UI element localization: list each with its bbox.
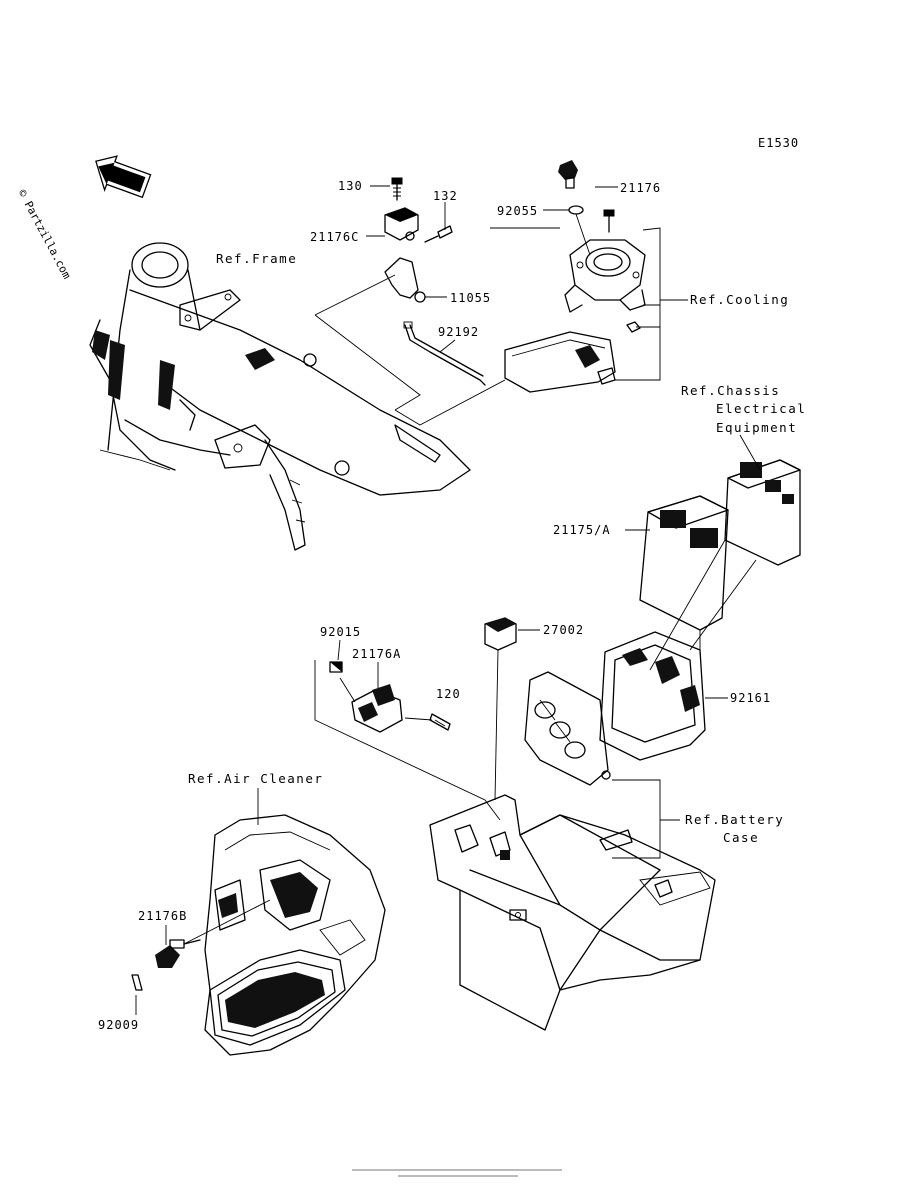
- label-21176a: 21176A: [352, 647, 401, 661]
- label-92009: 92009: [98, 1018, 139, 1032]
- air-cleaner: [131, 814, 386, 1056]
- part-labels: 130 132 21176 92055 21176C 11055 92192 2…: [98, 179, 771, 1032]
- leader-lines: [135, 185, 761, 1015]
- ref-chassis-line-3: Equipment: [716, 420, 797, 435]
- label-21176c: 21176C: [310, 230, 359, 244]
- front-direction-arrow-icon: FRONT: [95, 155, 152, 199]
- label-132: 132: [433, 189, 458, 203]
- ref-air-cleaner: Ref.Air Cleaner: [188, 771, 323, 786]
- ref-battery-line-1: Ref.Battery: [685, 812, 784, 827]
- watermark: © Partzilla.com: [15, 187, 73, 281]
- sensor-21176a-group: [329, 661, 451, 733]
- ref-frame: Ref.Frame: [216, 251, 297, 266]
- label-21175a: 21175/A: [553, 523, 611, 537]
- label-92161: 92161: [730, 691, 771, 705]
- label-130: 130: [338, 179, 363, 193]
- label-92015: 92015: [320, 625, 361, 639]
- diagram-code: E1530: [758, 136, 799, 150]
- label-120: 120: [436, 687, 461, 701]
- sensor-21176c-group: [384, 177, 486, 386]
- label-92055: 92055: [497, 204, 538, 218]
- ref-chassis-line-1: Ref.Chassis: [681, 383, 780, 398]
- battery-case: [429, 794, 716, 1031]
- label-11055: 11055: [450, 291, 491, 305]
- label-92192: 92192: [438, 325, 479, 339]
- ref-battery-line-2: Case: [723, 830, 759, 845]
- label-27002: 27002: [543, 623, 584, 637]
- frame-assembly: [89, 242, 471, 551]
- reference-labels: Ref.Frame Ref.Cooling Ref.Chassis Electr…: [188, 251, 806, 845]
- ref-cooling: Ref.Cooling: [690, 292, 789, 307]
- label-21176b: 21176B: [138, 909, 187, 923]
- footer-fine-print: [352, 1169, 562, 1177]
- ref-chassis-line-2: Electrical: [716, 401, 806, 416]
- label-21176: 21176: [620, 181, 661, 195]
- ecu-group: [484, 459, 801, 786]
